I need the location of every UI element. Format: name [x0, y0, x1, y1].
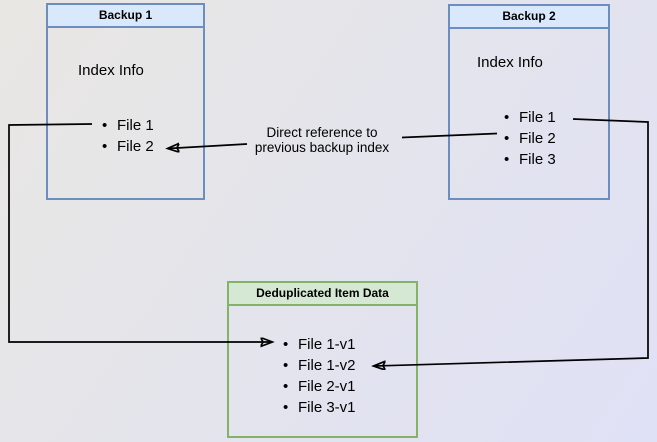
list-item: File 2: [102, 136, 154, 157]
list-item: File 1: [102, 115, 154, 136]
direct-reference-label: Direct reference to previous backup inde…: [232, 125, 412, 155]
direct-reference-label-line1: Direct reference to: [266, 125, 378, 140]
dedup-box: Deduplicated Item Data File 1-v1File 1-v…: [227, 281, 418, 438]
list-item: File 2: [504, 128, 556, 149]
backup1-box: Backup 1 Index Info File 1File 2: [46, 3, 205, 200]
backup1-subtitle: Index Info: [78, 62, 144, 79]
list-item: File 3: [504, 149, 556, 170]
list-item: File 1: [504, 107, 556, 128]
dedup-title: Deduplicated Item Data: [229, 283, 416, 306]
list-item: File 1-v2: [283, 355, 356, 376]
backup2-box: Backup 2 Index Info File 1File 2File 3: [448, 4, 610, 200]
dedup-file-list: File 1-v1File 1-v2File 2-v1File 3-v1: [283, 334, 356, 418]
backup2-title: Backup 2: [450, 6, 608, 29]
list-item: File 2-v1: [283, 376, 356, 397]
list-item: File 3-v1: [283, 397, 356, 418]
list-item: File 1-v1: [283, 334, 356, 355]
backup2-file-list: File 1File 2File 3: [504, 107, 556, 170]
backup2-subtitle: Index Info: [477, 54, 543, 71]
backup1-file-list: File 1File 2: [102, 115, 154, 157]
direct-reference-label-line2: previous backup index: [254, 140, 390, 155]
backup1-title: Backup 1: [48, 5, 203, 28]
